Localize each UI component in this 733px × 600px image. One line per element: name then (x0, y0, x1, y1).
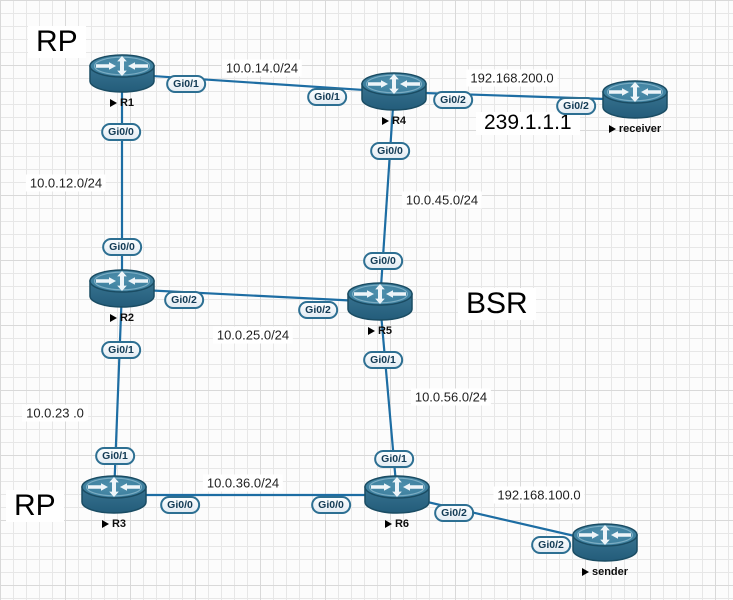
interface-badge-r5-gi02[interactable]: Gi0/2 (298, 301, 338, 319)
interface-badge-r1-gi01[interactable]: Gi0/1 (166, 75, 206, 93)
interface-badge-r4-gi01[interactable]: Gi0/1 (307, 88, 347, 106)
link-r6-sender[interactable] (396, 493, 606, 545)
interface-badge-r2-gi01[interactable]: Gi0/1 (101, 341, 141, 359)
node-label: R4 (381, 115, 406, 127)
running-icon (384, 520, 392, 528)
network-label-10-0-14[interactable]: 10.0.14.0/24 (221, 59, 303, 77)
link-r1-r4[interactable] (121, 72, 395, 94)
interface-badge-r5-gi00[interactable]: Gi0/0 (363, 252, 403, 270)
interface-badge-r3-gi01[interactable]: Gi0/1 (95, 447, 135, 465)
node-label: R3 (101, 518, 126, 530)
interface-badge-r3-gi00[interactable]: Gi0/0 (160, 496, 200, 514)
interface-badge-r6-gi02[interactable]: Gi0/2 (434, 504, 474, 522)
node-sender[interactable]: sender (572, 523, 638, 581)
interface-badge-r6-gi01[interactable]: Gi0/1 (374, 450, 414, 468)
interface-badge-receiver-gi02[interactable]: Gi0/2 (556, 97, 596, 115)
network-label-10-0-23[interactable]: 10.0.23 .0 (22, 404, 88, 422)
network-label-10-0-36[interactable]: 10.0.36.0/24 (202, 474, 284, 492)
running-icon (608, 125, 616, 133)
running-icon (367, 327, 375, 335)
node-label: R6 (384, 518, 409, 530)
interface-badge-sender-gi02[interactable]: Gi0/2 (531, 536, 571, 554)
network-label-10-0-12[interactable]: 10.0.12.0/24 (25, 174, 107, 192)
router-icon (572, 523, 638, 563)
node-label: R1 (109, 97, 134, 109)
router-icon (347, 282, 413, 322)
interface-badge-r2-gi00[interactable]: Gi0/0 (102, 238, 142, 256)
running-icon (581, 568, 589, 576)
interface-badge-r4-gi00[interactable]: Gi0/0 (370, 142, 410, 160)
link-r2-r5[interactable] (121, 287, 381, 304)
node-r2[interactable]: R2 (89, 269, 155, 327)
network-label-10-0-56[interactable]: 10.0.56.0/24 (410, 388, 492, 406)
running-icon (101, 520, 109, 528)
node-r5[interactable]: R5 (347, 282, 413, 340)
annotation-rp-top[interactable]: RP (28, 25, 86, 59)
router-icon (364, 475, 430, 515)
annotation-multicast-group[interactable]: 239.1.1.1 (476, 111, 580, 135)
interface-badge-r6-gi00[interactable]: Gi0/0 (311, 496, 351, 514)
router-icon (89, 54, 155, 94)
node-r3[interactable]: R3 (81, 475, 147, 533)
running-icon (109, 99, 117, 107)
node-r4[interactable]: R4 (361, 72, 427, 130)
node-r6[interactable]: R6 (364, 475, 430, 533)
annotation-bsr[interactable]: BSR (458, 287, 536, 321)
interface-badge-r5-gi01[interactable]: Gi0/1 (363, 351, 403, 369)
running-icon (381, 117, 389, 125)
node-label: sender (581, 566, 628, 578)
node-label: R2 (109, 312, 134, 324)
node-r1[interactable]: R1 (89, 54, 155, 112)
link-r4-receiver[interactable] (393, 90, 636, 102)
node-receiver[interactable]: receiver (602, 80, 668, 138)
node-label: R5 (367, 325, 392, 337)
network-label-10-0-25[interactable]: 10.0.25.0/24 (212, 326, 294, 344)
interface-badge-r1-gi00[interactable]: Gi0/0 (101, 123, 141, 141)
router-icon (81, 475, 147, 515)
interface-badge-r2-gi02[interactable]: Gi0/2 (164, 291, 204, 309)
router-icon (361, 72, 427, 112)
node-label: receiver (608, 123, 661, 135)
router-icon (89, 269, 155, 309)
network-label-10-0-45[interactable]: 10.0.45.0/24 (401, 191, 483, 209)
network-label-192-168-100[interactable]: 192.168.100.0 (493, 486, 585, 504)
network-label-192-168-200[interactable]: 192.168.200.0 (466, 69, 558, 87)
annotation-rp-bottom[interactable]: RP (6, 489, 64, 523)
router-icon (602, 80, 668, 120)
running-icon (109, 314, 117, 322)
interface-badge-r4-gi02[interactable]: Gi0/2 (433, 91, 473, 109)
